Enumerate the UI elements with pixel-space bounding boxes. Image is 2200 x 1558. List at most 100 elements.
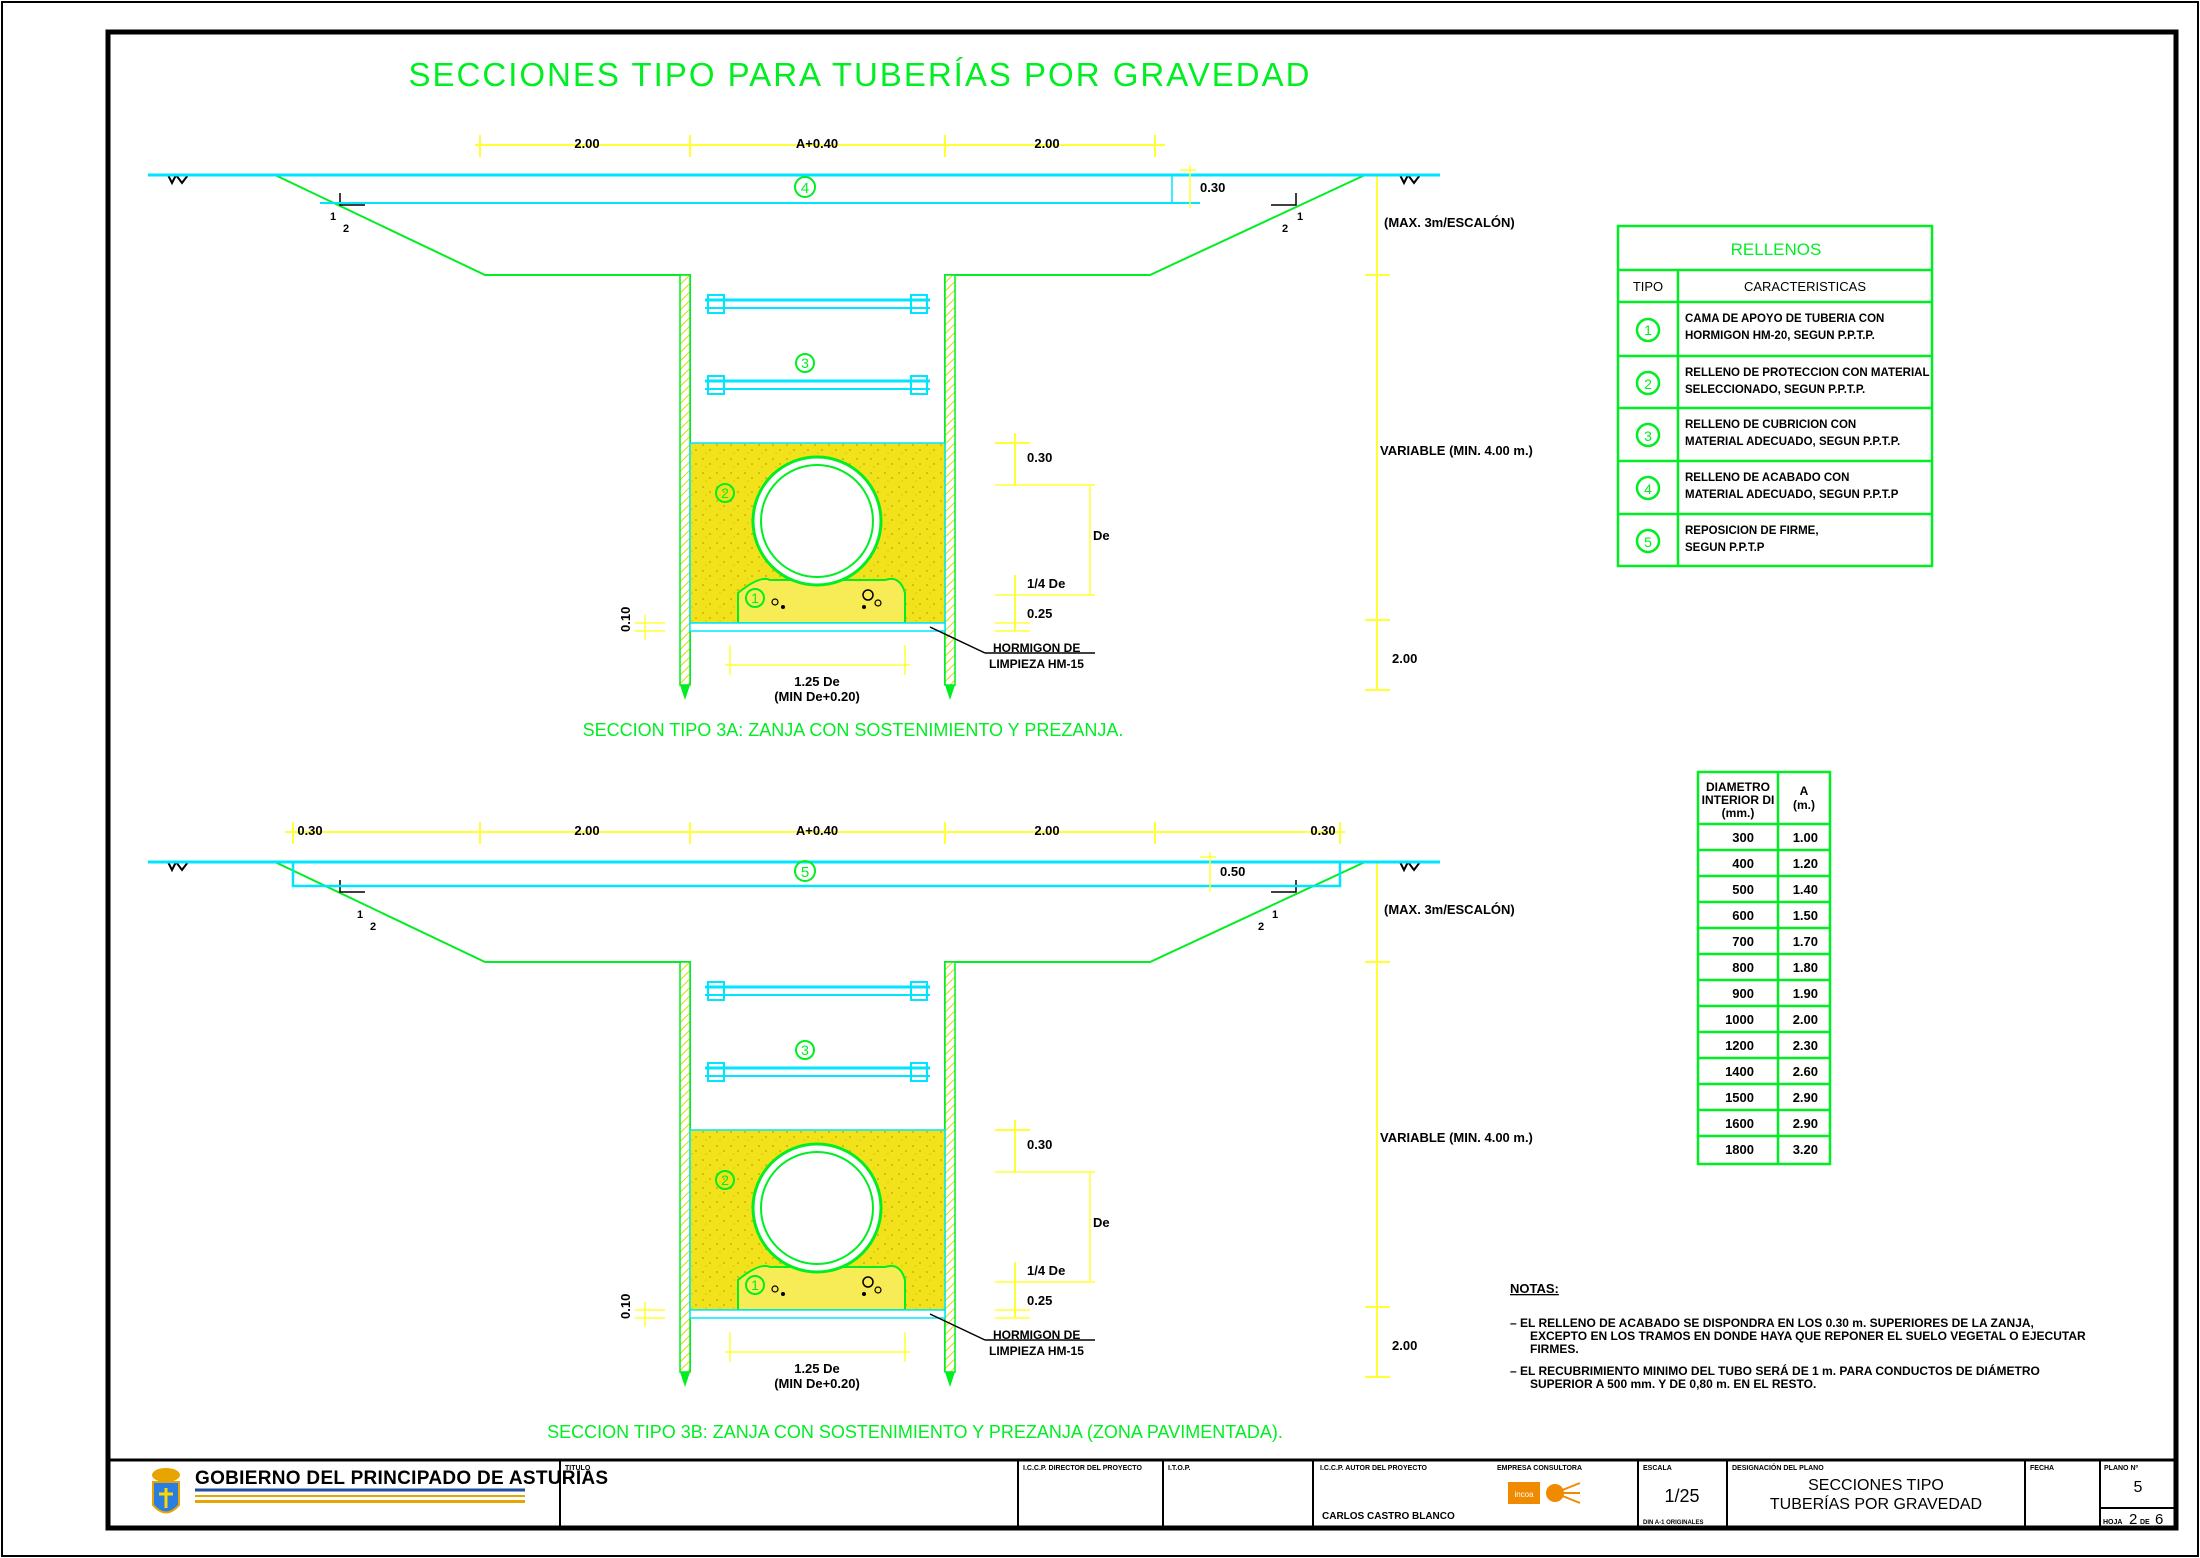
sec-b-hormigon-1: HORMIGON DE bbox=[993, 1328, 1080, 1342]
a-value: 1.00 bbox=[1793, 830, 1818, 845]
sec-a-caption: SECCION TIPO 3A: ZANJA CON SOSTENIMIENTO… bbox=[583, 720, 1124, 740]
rellenos-row-number: 2 bbox=[1644, 376, 1652, 392]
rellenos-title: RELLENOS bbox=[1731, 240, 1822, 259]
sec-a-width-1: 1.25 De bbox=[794, 674, 840, 689]
rellenos-table bbox=[1616, 224, 1934, 568]
incoa-logo-icon bbox=[1508, 1482, 1581, 1504]
tb-empresa: EMPRESA CONSULTORA bbox=[1497, 1465, 1582, 1472]
sec-b-dim-left: 2.00 bbox=[574, 823, 599, 838]
sec-b-bottom: 2.00 bbox=[1392, 1338, 1417, 1353]
sec-a-slope-right-1: 1 bbox=[1297, 211, 1303, 223]
sec-a-dim-mid: A+0.40 bbox=[796, 136, 838, 151]
diam-value: 1400 bbox=[1725, 1064, 1754, 1079]
a-value: 1.50 bbox=[1793, 908, 1818, 923]
tb-hoja-n: 2 bbox=[2129, 1511, 2137, 1528]
sec-b-layer-thickness: 0.50 bbox=[1220, 864, 1245, 879]
diam-value: 500 bbox=[1732, 882, 1754, 897]
tb-hoja-total: 6 bbox=[2155, 1511, 2163, 1528]
sec-b-slope-right-1: 1 bbox=[1272, 909, 1278, 921]
rellenos-row-text: RELLENO DE CUBRICION CON bbox=[1685, 419, 1856, 431]
diametros-table bbox=[1696, 770, 1832, 1166]
sec-b-dim-right: 2.00 bbox=[1034, 823, 1059, 838]
diam-h2a: A bbox=[1800, 784, 1809, 798]
sec-a-dim-left: 2.00 bbox=[574, 136, 599, 151]
rellenos-col-tipo: TIPO bbox=[1633, 279, 1663, 294]
diam-value: 1800 bbox=[1725, 1142, 1754, 1157]
sec-a-hormigon-1: HORMIGON DE bbox=[993, 641, 1080, 655]
sec-a-slope-right-2: 2 bbox=[1282, 223, 1288, 235]
sec-b-d010: 0.10 bbox=[618, 1294, 633, 1319]
rellenos-row-text: MATERIAL ADECUADO, SEGUN P.P.T.P bbox=[1685, 489, 1899, 501]
sec-a-slope-left-2: 2 bbox=[343, 223, 349, 235]
tb-logo-word: incoa bbox=[1514, 1490, 1534, 1499]
rellenos-row-text: SELECCIONADO, SEGUN P.P.T.P. bbox=[1685, 384, 1865, 396]
sec-b-slope-left-1: 1 bbox=[357, 909, 363, 921]
notas-1a: – EL RELLENO DE ACABADO SE DISPONDRA EN … bbox=[1510, 1316, 2034, 1330]
tb-fecha: FECHA bbox=[2030, 1465, 2054, 1472]
a-value: 1.70 bbox=[1793, 934, 1818, 949]
sec-a-dim-right: 2.00 bbox=[1034, 136, 1059, 151]
sec-a-n3: 3 bbox=[801, 355, 809, 371]
sec-b-caption: SECCION TIPO 3B: ZANJA CON SOSTENIMIENTO… bbox=[547, 1422, 1283, 1442]
sec-b-slope-right-2: 2 bbox=[1258, 921, 1264, 933]
diam-h1b: INTERIOR DI bbox=[1702, 793, 1775, 807]
tb-escala: ESCALA bbox=[1643, 1465, 1672, 1472]
org-name: GOBIERNO DEL PRINCIPADO DE ASTURIAS bbox=[195, 1468, 608, 1489]
rellenos-row-text: RELLENO DE ACABADO CON bbox=[1685, 472, 1849, 484]
section-3b bbox=[146, 822, 1442, 1389]
diam-h1a: DIAMETRO bbox=[1706, 780, 1770, 794]
sec-b-n1: 1 bbox=[751, 1277, 759, 1293]
sheet-title: SECCIONES TIPO PARA TUBERÍAS POR GRAVEDA… bbox=[409, 56, 1312, 93]
diam-value: 1500 bbox=[1725, 1090, 1754, 1105]
tb-director: I.C.C.P. DIRECTOR DEL PROYECTO bbox=[1023, 1465, 1142, 1472]
sec-b-slope-left-2: 2 bbox=[370, 921, 376, 933]
diam-value: 800 bbox=[1732, 960, 1754, 975]
sec-a-slope-left-1: 1 bbox=[330, 211, 336, 223]
rellenos-row-number: 1 bbox=[1644, 322, 1652, 338]
rellenos-row-text: CAMA DE APOYO DE TUBERIA CON bbox=[1685, 313, 1884, 325]
a-value: 2.30 bbox=[1793, 1038, 1818, 1053]
a-value: 2.60 bbox=[1793, 1064, 1818, 1079]
diam-h1c: (mm.) bbox=[1722, 806, 1755, 820]
sec-b-de: De bbox=[1093, 1215, 1110, 1230]
diam-value: 400 bbox=[1732, 856, 1754, 871]
sec-b-d030: 0.30 bbox=[1027, 1137, 1052, 1152]
tb-titulo: TITULO bbox=[565, 1465, 591, 1472]
sec-a-layer-thickness: 0.30 bbox=[1200, 180, 1225, 195]
rellenos-row-number: 4 bbox=[1644, 481, 1652, 497]
diam-value: 300 bbox=[1732, 830, 1754, 845]
tb-plano-no: PLANO Nº bbox=[2104, 1465, 2139, 1472]
sec-b-variable: VARIABLE (MIN. 4.00 m.) bbox=[1380, 1130, 1533, 1145]
sec-b-width-1: 1.25 De bbox=[794, 1361, 840, 1376]
notas-1c: FIRMES. bbox=[1530, 1342, 1579, 1356]
a-value: 2.90 bbox=[1793, 1090, 1818, 1105]
tb-hoja: HOJA bbox=[2103, 1519, 2122, 1526]
sec-b-side-right: 0.30 bbox=[1310, 823, 1335, 838]
notas-2b: SUPERIOR A 500 mm. Y DE 0,80 m. EN EL RE… bbox=[1530, 1377, 1816, 1391]
a-value: 2.00 bbox=[1793, 1012, 1818, 1027]
a-value: 1.80 bbox=[1793, 960, 1818, 975]
sec-a-width-2: (MIN De+0.20) bbox=[774, 689, 860, 704]
rellenos-col-car: CARACTERISTICAS bbox=[1744, 279, 1866, 294]
diam-value: 1200 bbox=[1725, 1038, 1754, 1053]
rellenos-row-text: SEGUN P.P.T.P bbox=[1685, 542, 1765, 554]
sec-b-layer-number: 5 bbox=[801, 864, 809, 881]
sec-b-side-left: 0.30 bbox=[297, 823, 322, 838]
sec-b-n3: 3 bbox=[801, 1042, 809, 1058]
sec-a-quarter: 1/4 De bbox=[1027, 576, 1065, 591]
sec-a-n1: 1 bbox=[751, 590, 759, 606]
section-3a bbox=[146, 135, 1442, 702]
sec-b-max-step: (MAX. 3m/ESCALÓN) bbox=[1384, 902, 1515, 917]
rellenos-row-text: HORMIGON HM-20, SEGUN P.P.T.P. bbox=[1685, 330, 1875, 342]
asturias-coat-of-arms-icon bbox=[152, 1468, 180, 1514]
title-block bbox=[108, 1458, 2176, 1528]
sec-a-d025: 0.25 bbox=[1027, 606, 1052, 621]
tb-de: DE bbox=[2140, 1519, 2150, 1526]
sec-b-dim-mid: A+0.40 bbox=[796, 823, 838, 838]
a-value: 3.20 bbox=[1793, 1142, 1818, 1157]
tb-designacion: DESIGNACIÓN DEL PLANO bbox=[1732, 1463, 1824, 1472]
sec-a-de: De bbox=[1093, 528, 1110, 543]
sec-b-d025: 0.25 bbox=[1027, 1293, 1052, 1308]
rellenos-row-number: 3 bbox=[1644, 428, 1652, 444]
